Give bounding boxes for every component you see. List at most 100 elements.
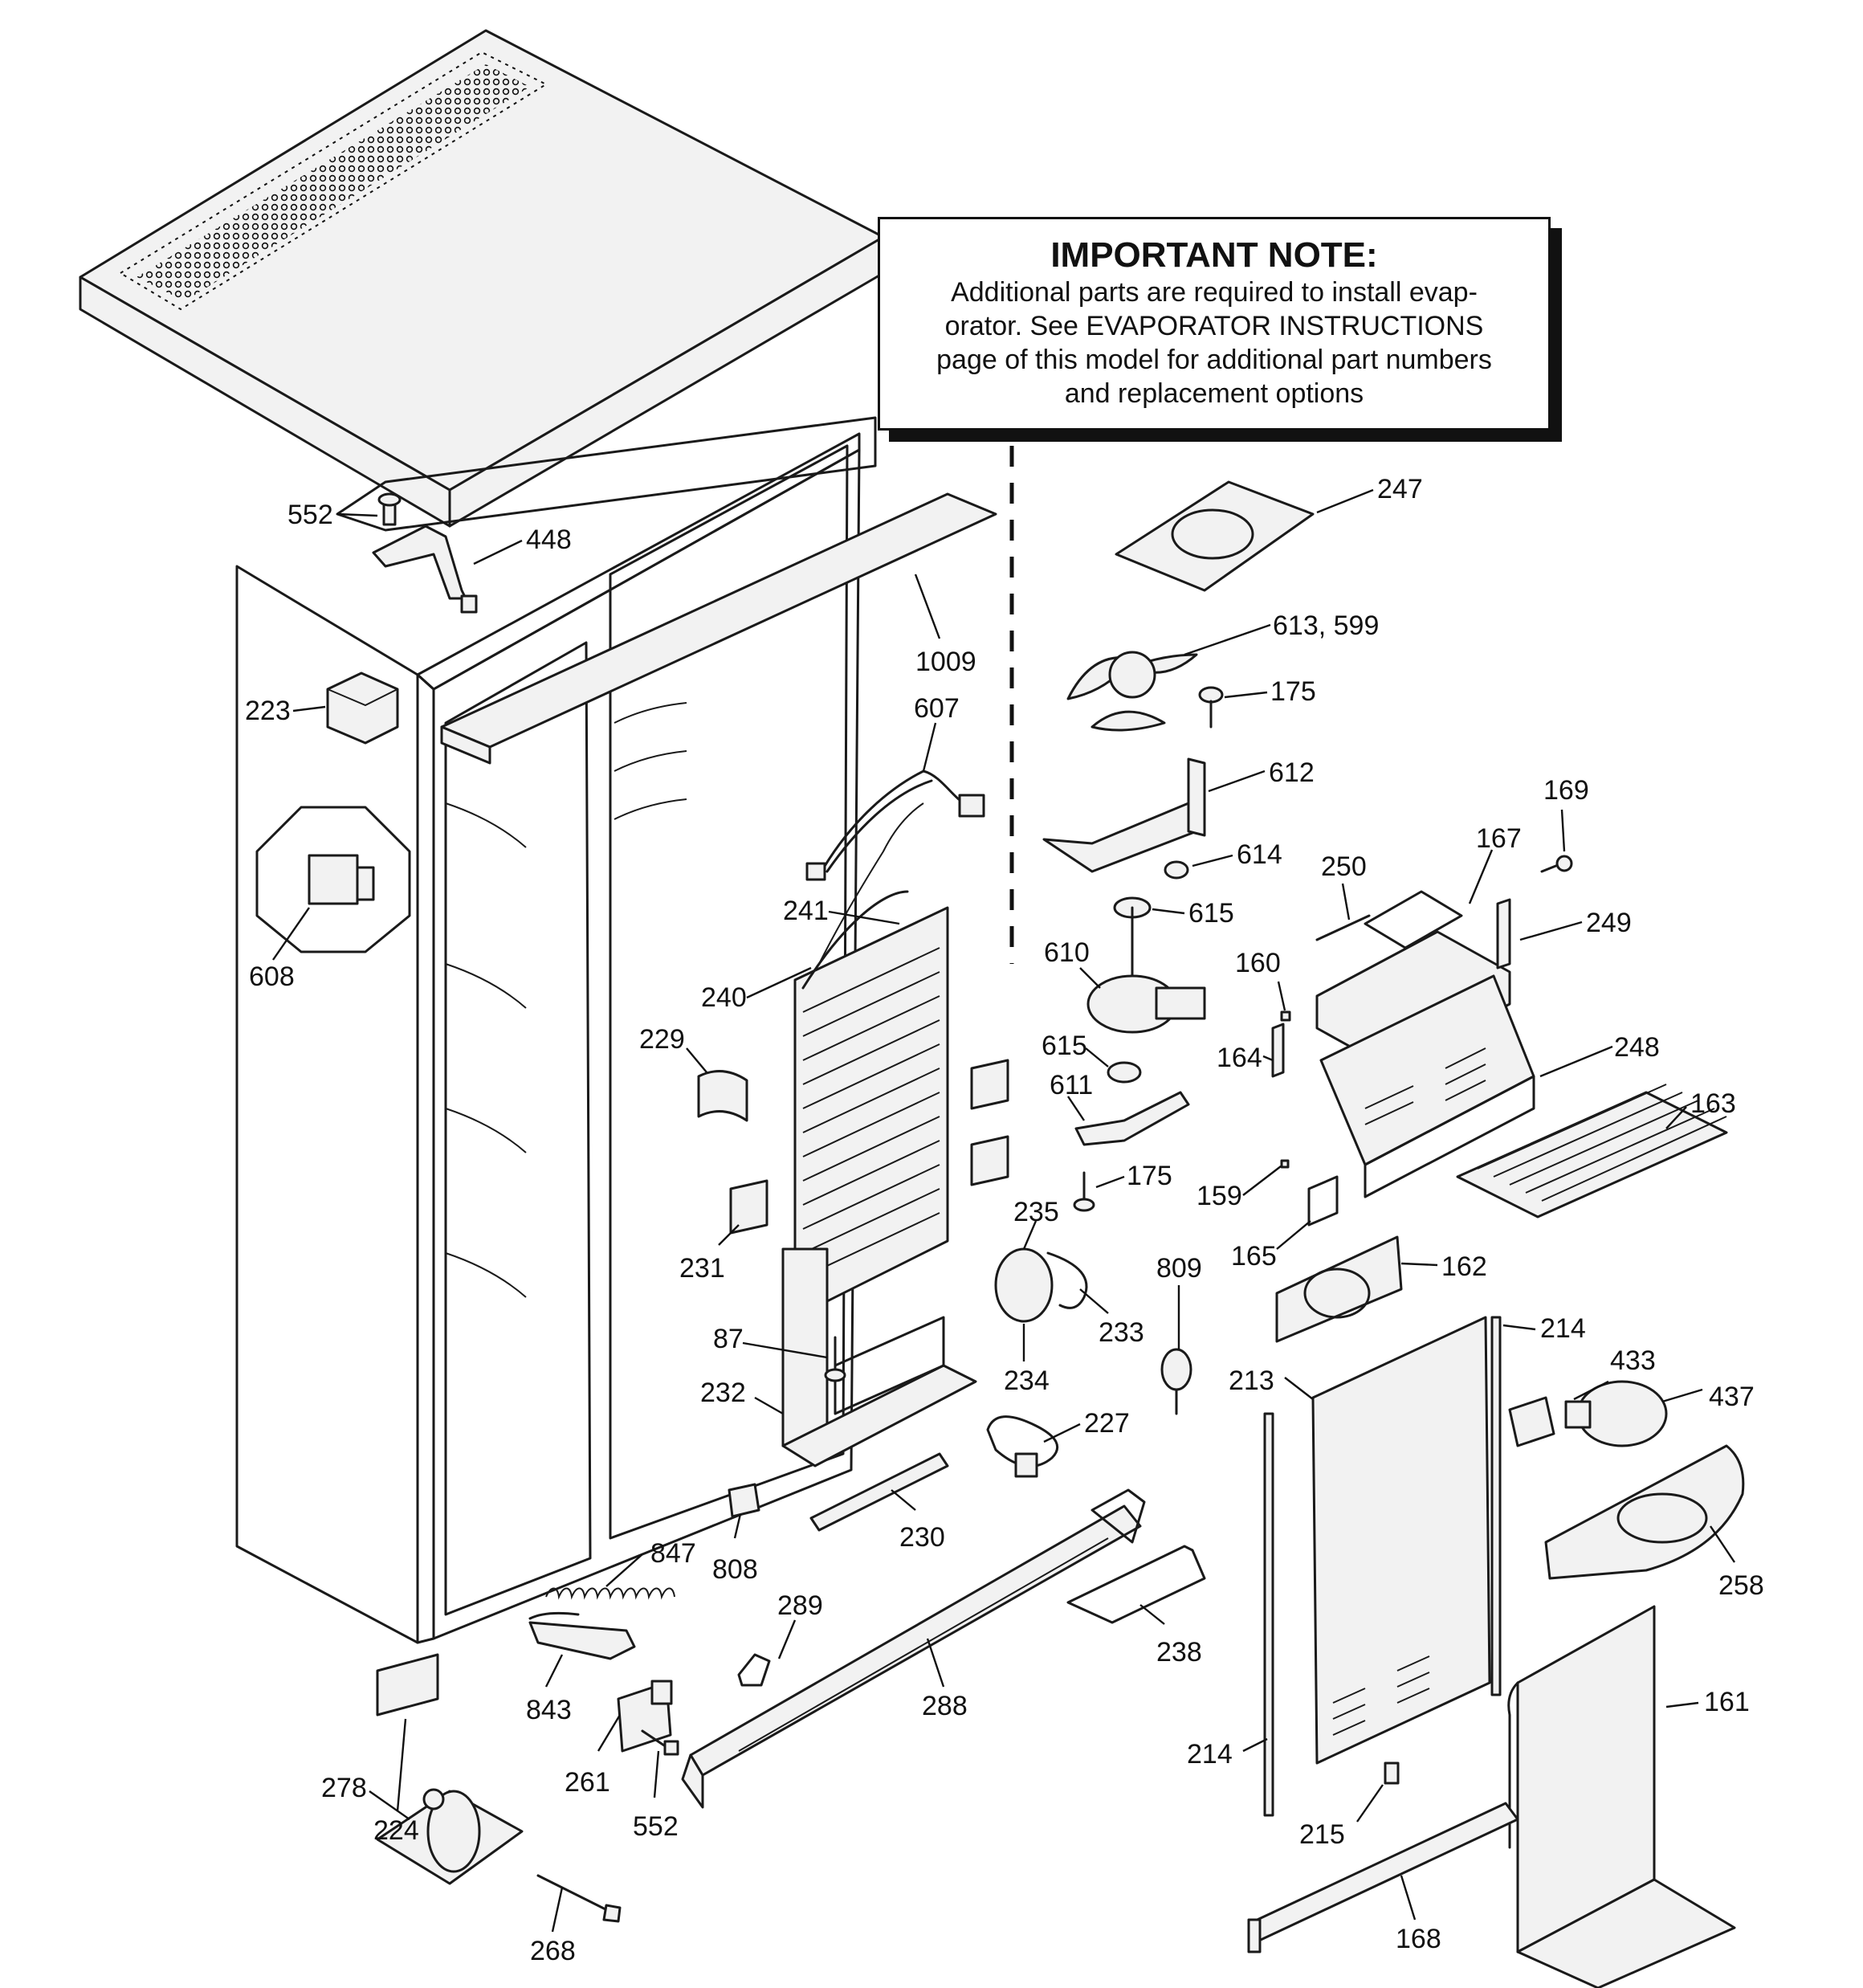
callout-165: 165	[1231, 1241, 1277, 1272]
cover-234	[994, 1247, 1054, 1323]
callout-615a: 615	[1188, 898, 1234, 929]
spring-847	[545, 1587, 675, 1600]
callout-247: 247	[1377, 474, 1423, 504]
bolt-268	[536, 1874, 622, 1923]
callout-241: 241	[783, 896, 829, 926]
part-160	[1280, 1010, 1291, 1022]
callout-258: 258	[1718, 1570, 1764, 1601]
part-808	[728, 1483, 760, 1518]
callout-1009: 1009	[915, 647, 976, 677]
block-right-1	[970, 1059, 1009, 1110]
drawer-front-161	[1507, 1605, 1736, 1988]
grommet-615b	[1107, 1061, 1142, 1084]
callout-224: 224	[373, 1815, 419, 1846]
bracket-611	[1074, 1091, 1190, 1146]
bracket-612	[1042, 757, 1206, 873]
part-809	[1160, 1348, 1192, 1415]
callout-labels: 552 448 223 608 224 278 268 843 847 261 …	[245, 474, 1764, 1966]
part-159	[1280, 1159, 1290, 1169]
callout-843: 843	[526, 1695, 572, 1725]
fan-shroud-247	[1115, 480, 1315, 592]
callout-233: 233	[1099, 1317, 1144, 1348]
callout-238: 238	[1156, 1637, 1202, 1668]
screw-175a	[1198, 686, 1224, 729]
leg-278	[376, 1788, 524, 1885]
callout-289: 289	[777, 1590, 823, 1621]
callout-278: 278	[321, 1773, 367, 1803]
screw-175b	[1073, 1171, 1095, 1212]
callout-161: 161	[1704, 1687, 1750, 1717]
strip-214b	[1263, 1412, 1274, 1817]
callout-433: 433	[1610, 1345, 1656, 1376]
rack-163	[1456, 1084, 1728, 1219]
part-165	[1307, 1175, 1339, 1227]
callout-175b: 175	[1127, 1161, 1172, 1191]
important-note-box: IMPORTANT NOTE: Additional parts are req…	[878, 217, 1551, 431]
callout-234: 234	[1004, 1365, 1050, 1396]
callout-610: 610	[1044, 937, 1090, 968]
callout-214a: 214	[1540, 1313, 1586, 1344]
wire-233	[1046, 1251, 1088, 1309]
callout-230: 230	[899, 1522, 945, 1553]
callout-612: 612	[1269, 757, 1315, 788]
hinge-bracket-448	[372, 492, 478, 614]
block-right-2	[970, 1135, 1009, 1186]
panel-213	[1311, 1316, 1491, 1765]
duct-288	[681, 1488, 1146, 1809]
bar-164	[1271, 1023, 1285, 1078]
callout-809: 809	[1156, 1253, 1202, 1284]
callout-229: 229	[639, 1024, 685, 1055]
strip-250	[1315, 914, 1371, 941]
evaporator	[793, 802, 949, 1319]
screw-552b	[641, 1729, 679, 1756]
harness-227	[986, 1415, 1059, 1478]
strip-214a	[1490, 1316, 1502, 1696]
callout-159: 159	[1196, 1181, 1242, 1211]
clip-215	[1384, 1761, 1400, 1785]
note-title: IMPORTANT NOTE:	[1050, 235, 1378, 275]
top-cover	[79, 29, 885, 528]
callout-448: 448	[526, 525, 572, 555]
callout-215: 215	[1299, 1819, 1345, 1850]
screw-87	[824, 1336, 846, 1382]
callout-213: 213	[1229, 1365, 1274, 1396]
callout-87: 87	[713, 1324, 744, 1354]
bar-230	[809, 1452, 949, 1532]
crossbar-1009	[440, 492, 997, 749]
callout-552a: 552	[287, 500, 333, 530]
callout-611: 611	[1050, 1070, 1093, 1100]
callout-614: 614	[1237, 839, 1282, 870]
callout-227: 227	[1084, 1408, 1130, 1439]
housing-248	[1319, 974, 1535, 1198]
callout-169: 169	[1543, 775, 1589, 806]
rail-168	[1247, 1802, 1519, 1953]
block-223	[326, 672, 399, 745]
callout-847: 847	[650, 1538, 696, 1569]
callout-808: 808	[712, 1554, 758, 1585]
bracket-238	[1066, 1545, 1206, 1624]
callout-223: 223	[245, 696, 291, 726]
fan-blade-613	[1066, 651, 1198, 732]
callout-162: 162	[1441, 1251, 1487, 1282]
leader-lines	[272, 488, 1735, 1933]
clip-289	[737, 1653, 771, 1687]
note-line-1: Additional parts are required to install…	[951, 277, 1478, 308]
callout-167: 167	[1476, 823, 1522, 854]
note-line-2: orator. See EVAPORATOR INSTRUCTIONS	[944, 311, 1484, 341]
harness-607	[805, 769, 985, 881]
housing-167	[1315, 890, 1511, 1070]
callout-175a: 175	[1270, 676, 1316, 707]
hinge-261	[617, 1680, 673, 1753]
callout-288: 288	[922, 1691, 968, 1721]
callout-613-599: 613, 599	[1273, 610, 1379, 641]
callout-240: 240	[701, 982, 747, 1013]
callout-250: 250	[1321, 851, 1367, 882]
callout-160: 160	[1235, 948, 1281, 978]
callout-248: 248	[1614, 1032, 1660, 1063]
callout-615b: 615	[1042, 1031, 1087, 1061]
callout-607: 607	[914, 693, 960, 724]
note-line-3: page of this model for additional part n…	[936, 345, 1492, 375]
callout-164: 164	[1217, 1043, 1262, 1073]
block-231	[729, 1179, 768, 1235]
